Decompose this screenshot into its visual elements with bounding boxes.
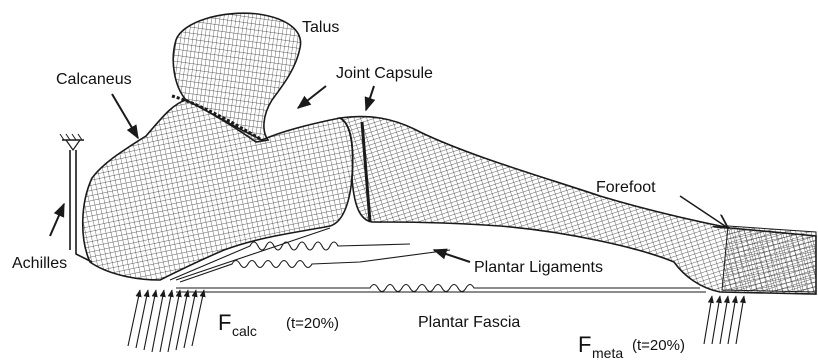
achilles-label: Achilles [12, 255, 67, 272]
meta-force-symbol: F [578, 332, 591, 357]
calcaneus-bone [83, 100, 353, 280]
meta-force-subscript: meta [592, 345, 623, 361]
joint-capsule-pointer-left [298, 86, 326, 108]
calc-force-subscript: calc [232, 323, 257, 339]
plantar-ligaments-label: Plantar Ligaments [474, 259, 603, 276]
calcaneus-force-arrows [128, 290, 204, 352]
achilles-pointer [50, 204, 64, 236]
meta-force-time: (t=20%) [632, 337, 685, 354]
calc-force-symbol: F [218, 310, 231, 335]
calcaneus-label: Calcaneus [56, 71, 132, 88]
plantar-fascia-label: Plantar Fascia [418, 314, 520, 331]
talus-label: Talus [302, 19, 339, 36]
ground-hatch-icon [60, 134, 84, 150]
joint-capsule-label: Joint Capsule [336, 65, 433, 82]
calcaneus-pointer [112, 94, 138, 138]
plantar-ligaments-pointer [434, 250, 470, 262]
calc-force-time: (t=20%) [286, 315, 339, 332]
joint-capsule-pointer-right [366, 86, 374, 110]
calcaneus-force-label: F calc (t=20%) [218, 310, 339, 339]
plantar-fascia-spring [176, 285, 706, 293]
metatarsal-force-arrows [704, 296, 744, 344]
metatarsal-force-label: F meta (t=20%) [578, 332, 685, 361]
forefoot-label: Forefoot [596, 179, 656, 196]
